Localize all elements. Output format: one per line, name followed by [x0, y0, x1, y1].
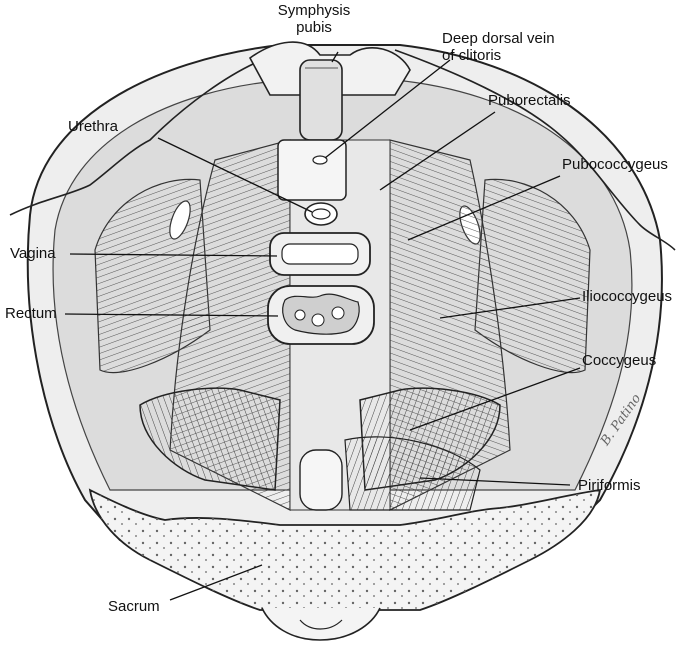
- label-symphysis-line2: pubis: [296, 19, 332, 36]
- label-puborectalis: Puborectalis: [488, 92, 571, 109]
- leader-lines: [64, 51, 581, 601]
- label-pubococcygeus: Pubococcygeus: [562, 156, 668, 173]
- leader-sacrum: [169, 564, 263, 601]
- label-sacrum: Sacrum: [108, 598, 160, 615]
- visceral-openings: [267, 139, 375, 345]
- coccygeus-muscles: [139, 387, 501, 511]
- leader-piriformis: [419, 477, 571, 486]
- label-symphysis-pubis: Symphysis pubis: [268, 2, 360, 36]
- leader-symphysis: [331, 51, 339, 63]
- leader-puborectalis: [379, 111, 496, 191]
- leader-rectum: [64, 313, 279, 317]
- leader-pubococcygeus: [407, 175, 561, 241]
- leader-urethra: [157, 137, 313, 213]
- leader-vagina: [69, 253, 278, 257]
- label-symphysis-line1: Symphysis: [277, 2, 351, 19]
- label-iliococcygeus: Iliococcygeus: [582, 288, 673, 305]
- symphysis-pubis: [248, 41, 411, 141]
- label-urethra: Urethra: [68, 118, 119, 135]
- label-deep-dorsal-vein-line1: Deep dorsal vein: [442, 30, 555, 47]
- leader-deep-dorsal-vein: [324, 59, 451, 159]
- label-deep-dorsal-vein: Deep dorsal vein of clitoris: [442, 30, 555, 64]
- label-rectum: Rectum: [5, 305, 57, 322]
- label-vagina: Vagina: [10, 245, 56, 262]
- leader-coccygeus: [409, 367, 581, 431]
- label-piriformis: Piriformis: [578, 477, 641, 494]
- sacrum-bone: [88, 488, 602, 641]
- leader-iliococcygeus: [439, 297, 581, 319]
- label-deep-dorsal-vein-line2: of clitoris: [442, 47, 502, 64]
- label-coccygeus: Coccygeus: [582, 352, 657, 369]
